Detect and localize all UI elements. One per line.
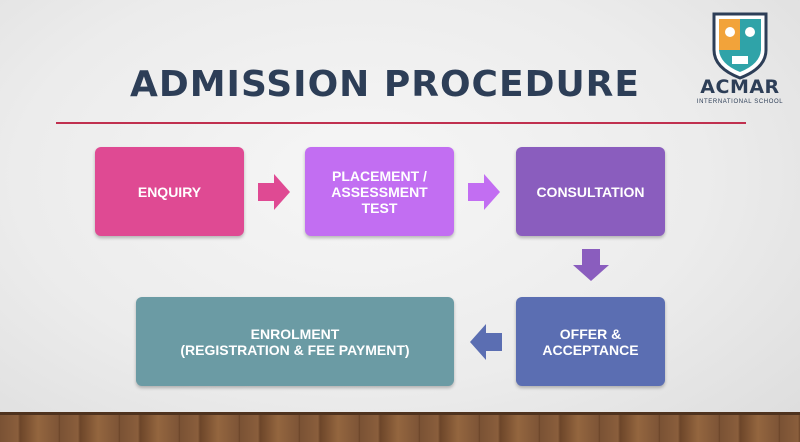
step-placement-assessment-test: PLACEMENT / ASSESSMENT TEST (305, 147, 454, 236)
step-consultation: CONSULTATION (516, 147, 665, 236)
school-name: ACMAR (700, 76, 780, 98)
step-enquiry: ENQUIRY (95, 147, 244, 236)
page-title: ADMISSION PROCEDURE (129, 64, 640, 105)
arrow-right-icon (258, 174, 290, 210)
arrow-down-icon (573, 249, 609, 281)
title-divider (56, 122, 746, 124)
arrow-right-icon (468, 174, 500, 210)
school-crest-logo (712, 12, 768, 80)
arrow-left-icon (470, 324, 502, 360)
step-offer-acceptance: OFFER & ACCEPTANCE (516, 297, 665, 386)
wooden-floor (0, 412, 800, 442)
school-subtitle: INTERNATIONAL SCHOOL (696, 99, 784, 105)
step-enrolment: ENROLMENT (REGISTRATION & FEE PAYMENT) (136, 297, 454, 386)
